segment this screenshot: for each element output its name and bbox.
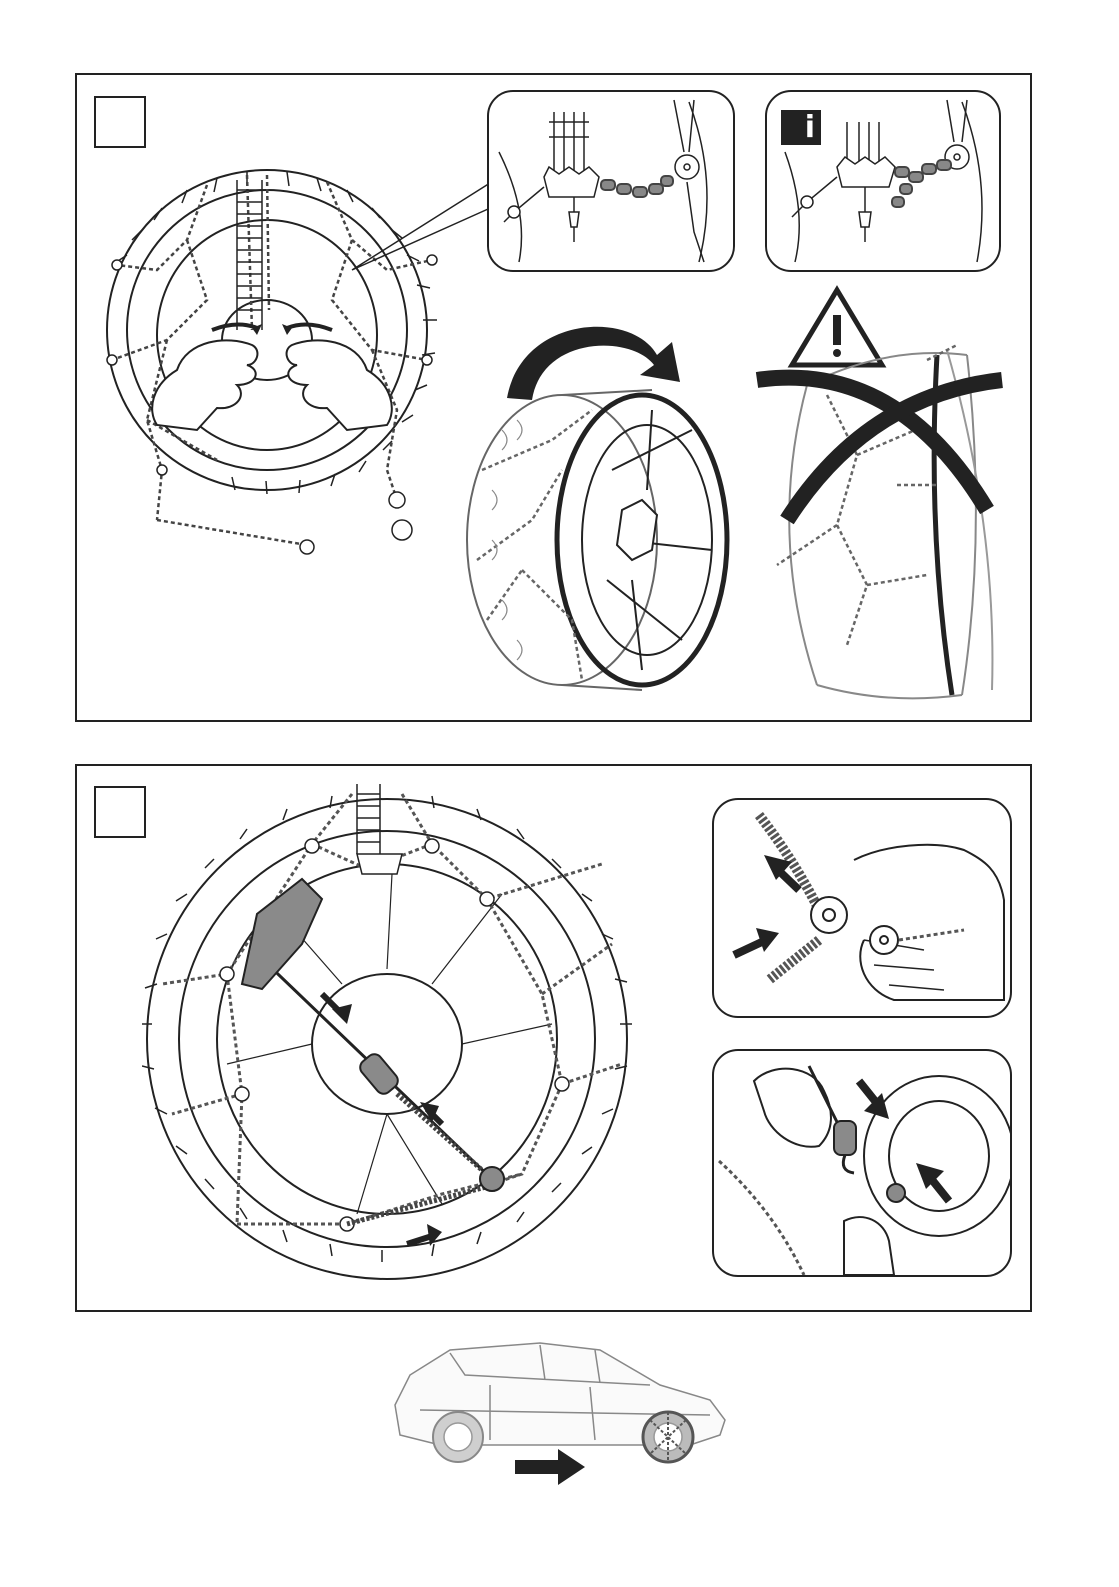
detail-inset-connector (487, 90, 735, 272)
callout-pointer (347, 175, 507, 275)
rotate-arrow-icon (507, 327, 680, 400)
step-number-box-1 (94, 96, 146, 148)
rotate-wheel-illustration (462, 320, 742, 695)
detail-inset-tensioner-ring (712, 798, 1012, 1018)
car-illustration (390, 1335, 730, 1495)
arrow-icon (734, 928, 779, 955)
warning-wrong-fit-illustration (747, 285, 1027, 705)
step-panel-1: i (75, 73, 1032, 722)
forward-arrow-icon (515, 1449, 585, 1485)
wheel-tensioner-illustration (142, 784, 642, 1284)
info-icon: i (781, 110, 821, 145)
arrow-icon (916, 1163, 949, 1201)
step-number-box-2 (94, 786, 146, 838)
warning-triangle-icon (792, 290, 882, 365)
detail-inset-info: i (765, 90, 1001, 272)
step-panel-2 (75, 764, 1032, 1312)
detail-inset-hook-tensioner (712, 1049, 1012, 1277)
